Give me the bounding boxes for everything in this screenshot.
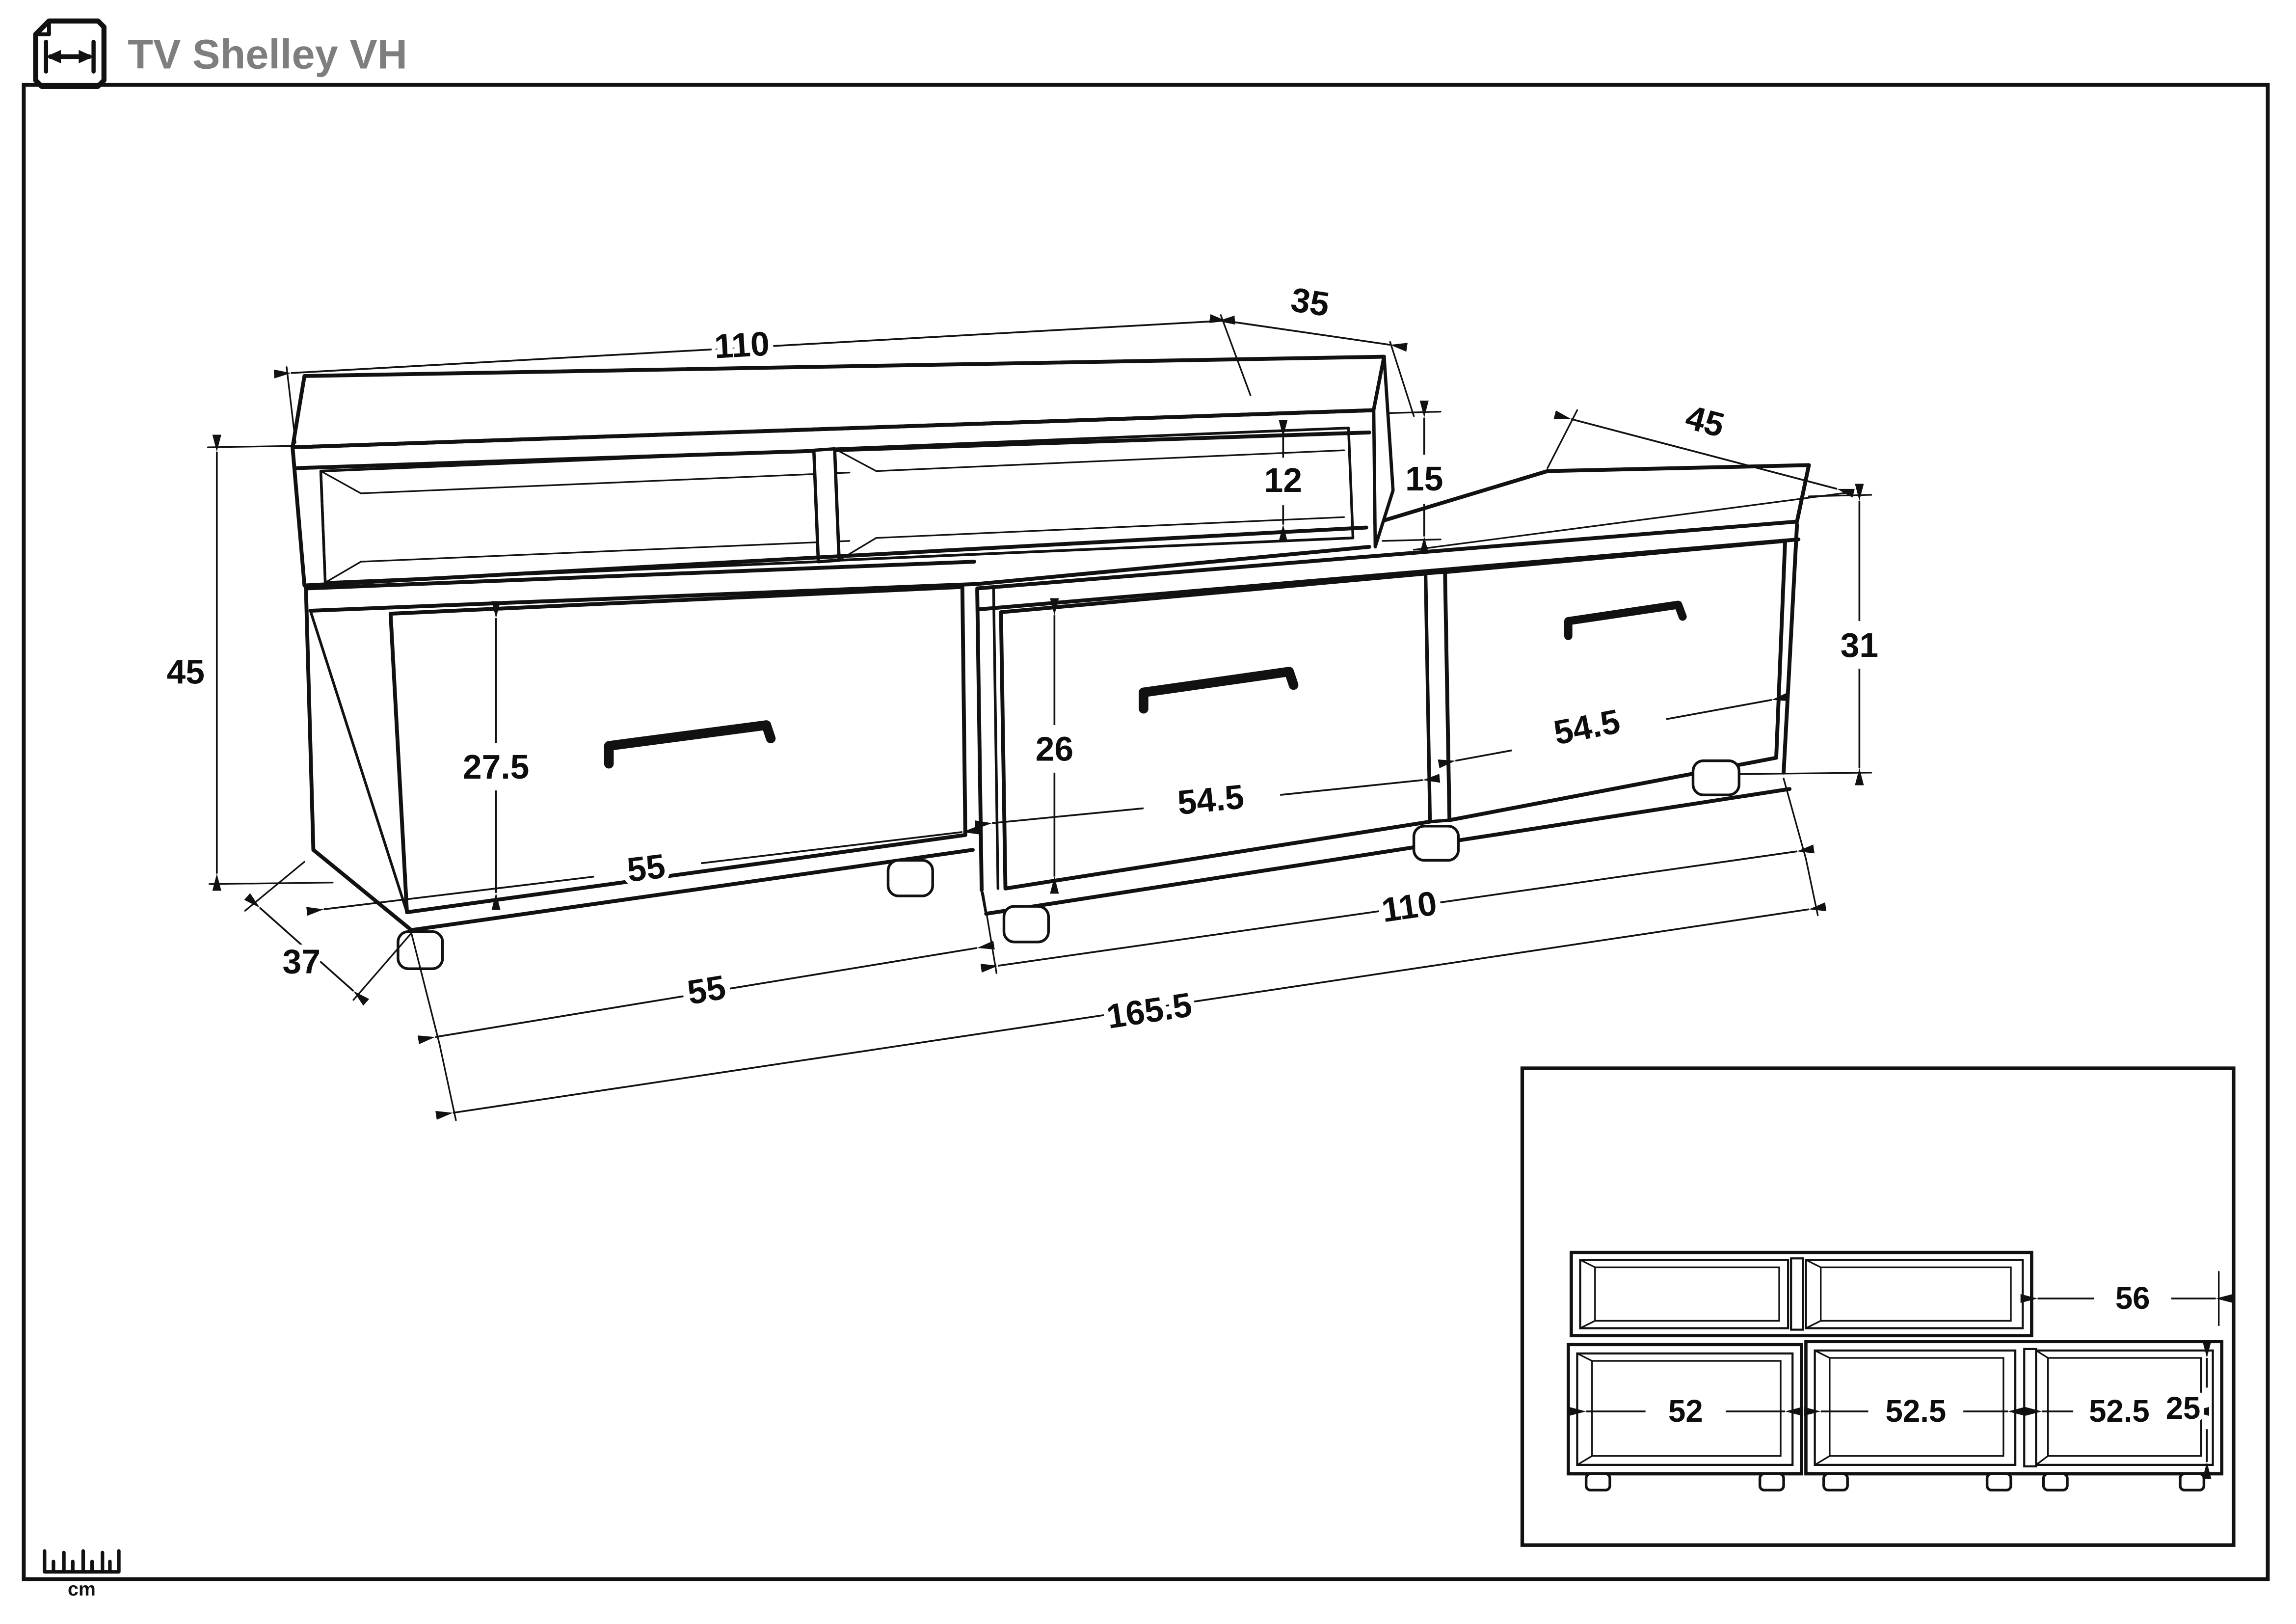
drawing-frame (22, 82, 2270, 1581)
dim-label-26: 26 (1036, 730, 1073, 768)
right-drawer-handle (1564, 600, 1687, 640)
dim-left-height: 45 (161, 434, 334, 891)
inset-foot (2042, 1472, 2069, 1492)
hutch (291, 354, 1395, 588)
right-unit (975, 463, 1811, 944)
dim-label-45-depth: 45 (1682, 398, 1728, 444)
inset-dim-52-5-right: 52.5 (2025, 1389, 2209, 1433)
dim-label-31: 31 (1841, 626, 1878, 664)
dim-opening-height: 12 (1259, 420, 1308, 542)
dim-left-depth: 37 (244, 861, 412, 1006)
inset-label-25: 25 (2166, 1391, 2201, 1426)
left-cabinet (304, 560, 979, 970)
dim-right-top-depth: 45 (1413, 392, 1855, 551)
page-title: TV Shelley VH (128, 31, 407, 78)
right-unit-right-foot (1691, 759, 1741, 796)
inset-front-view: 56 (1520, 1066, 2236, 1547)
right-unit-middle-foot (1412, 825, 1460, 862)
right-unit-left-foot (1002, 905, 1050, 944)
inset-foot (1985, 1472, 2012, 1492)
left-cabinet-right-foot (886, 859, 934, 897)
inset-foot (1758, 1472, 1785, 1492)
header: TV Shelley VH (33, 18, 407, 89)
dim-label-35: 35 (1288, 280, 1332, 324)
inset-foot (2179, 1472, 2206, 1492)
dim-label-110-top: 110 (713, 324, 771, 365)
dim-label-27-5: 27.5 (463, 748, 529, 786)
hutch-left-opening (319, 449, 851, 584)
dim-label-110-bottom: 110 (1379, 884, 1439, 929)
tv-stand-perspective-view: 110 35 45 15 (161, 275, 1884, 1121)
inset-hutch-right-opening (1805, 1259, 2024, 1329)
inset-hutch-left-opening (1579, 1259, 1789, 1329)
dim-label-15: 15 (1405, 460, 1443, 498)
inset-label-52-5-right: 52.5 (2089, 1394, 2150, 1429)
inset-dim-25: 25 (2162, 1341, 2212, 1479)
dimension-icon (33, 18, 107, 89)
dim-label-45-height: 45 (167, 652, 205, 691)
ruler-icon: cm (43, 1549, 121, 1600)
dim-left-bottom-width: 55 (410, 932, 995, 1046)
dim-label-37: 37 (283, 942, 320, 980)
dim-label-54-5-middle: 54.5 (1176, 777, 1246, 822)
dim-left-drawer-height: 27.5 (457, 601, 534, 910)
inset-label-52: 52 (1668, 1394, 1703, 1429)
inset-left-opening (1576, 1352, 1794, 1466)
dim-label-165-5: 165.5 (1104, 985, 1195, 1036)
left-cabinet-left-foot (397, 930, 444, 970)
inset-label-52-5-middle: 52.5 (1886, 1394, 1947, 1429)
inset-hutch (1570, 1250, 2033, 1337)
inset-dim-56: 56 (2020, 1271, 2233, 1326)
inset-foot (1584, 1472, 1611, 1492)
inset-middle-opening (1814, 1349, 2017, 1466)
dim-hutch-height: 15 (1382, 400, 1448, 554)
dim-right-height: 31 (1738, 484, 1884, 785)
dim-top-width: 110 (273, 314, 1252, 444)
hutch-right-opening (833, 427, 1355, 562)
dim-label-55-inner: 55 (625, 847, 667, 890)
ruler-unit-label: cm (68, 1578, 96, 1600)
middle-drawer-handle (1139, 667, 1299, 714)
right-drawer-front (1443, 539, 1788, 822)
dim-label-55-bottom: 55 (685, 968, 728, 1012)
dim-middle-drawer-height: 26 (1030, 598, 1079, 894)
inset-label-56: 56 (2115, 1281, 2150, 1316)
inset-foot (1822, 1472, 1849, 1492)
inset-dim-52-5-middle: 52.5 (1803, 1389, 2025, 1433)
inset-dim-52: 52 (1569, 1389, 1802, 1433)
dim-label-12: 12 (1264, 461, 1302, 499)
hutch-right-panel (1372, 355, 1395, 549)
left-drawer-front (388, 585, 967, 915)
left-drawer-handle (604, 720, 776, 769)
